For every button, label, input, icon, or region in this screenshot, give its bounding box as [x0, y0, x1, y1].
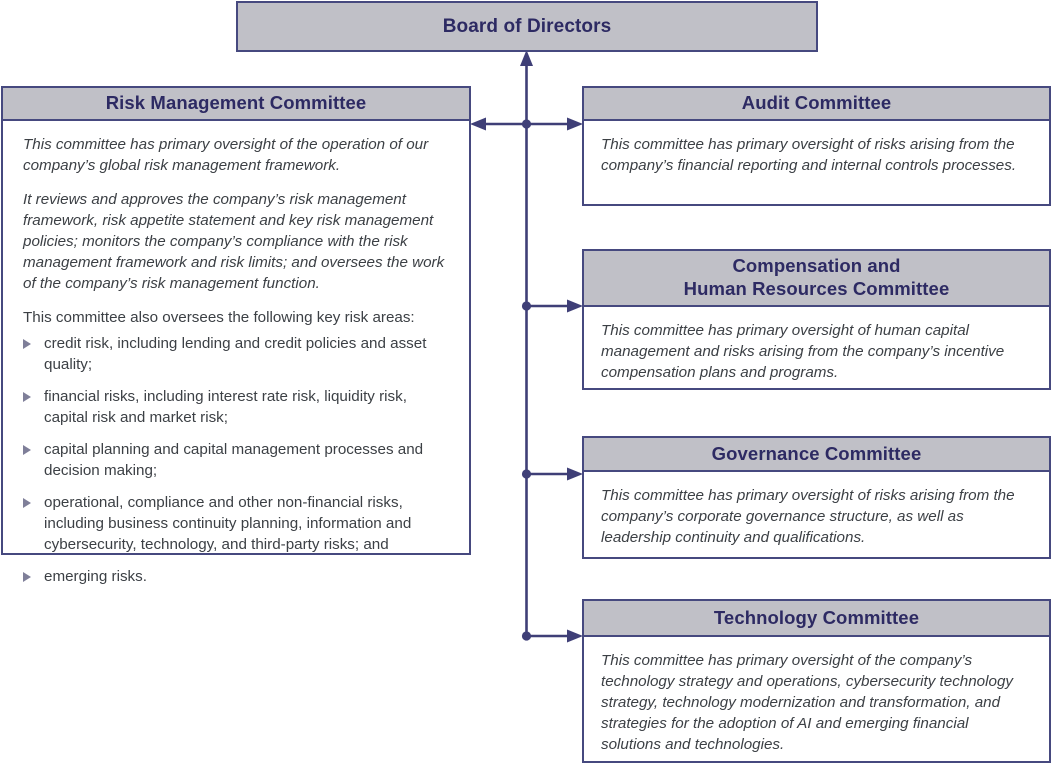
triangle-bullet-icon	[23, 571, 31, 582]
list-item-label: credit risk, including lending and credi…	[44, 335, 427, 374]
junction-dot-row4	[521, 631, 532, 641]
arrowhead-technology	[567, 629, 583, 643]
compensation-committee-title-line-1: Compensation and	[732, 255, 901, 277]
risk-management-committee-body: This committee has primary oversight of …	[3, 121, 469, 598]
rmc-bullets-intro: This committee also oversees the followi…	[23, 308, 415, 326]
compensation-committee-title: Compensation and Human Resources Committ…	[584, 251, 1049, 307]
triangle-bullet-icon	[23, 444, 31, 455]
list-item: capital planning and capital management …	[23, 440, 449, 482]
triangle-bullet-icon	[23, 392, 31, 402]
rmc-paragraph-1: This committee has primary oversight of …	[23, 136, 429, 174]
risk-management-committee-title: Risk Management Committee	[3, 88, 469, 121]
audit-committee-box: Audit Committee This committee has prima…	[582, 86, 1051, 206]
technology-committee-body: This committee has primary oversight of …	[584, 637, 1049, 764]
list-item: operational, compliance and other non-fi…	[23, 493, 449, 556]
governance-committee-box: Governance Committee This committee has …	[582, 436, 1051, 559]
junction-dot-row1	[521, 119, 532, 129]
arrowhead-board	[520, 50, 533, 66]
audit-committee-title-line-1: Audit Committee	[741, 92, 892, 114]
audit-committee-title: Audit Committee	[584, 88, 1049, 121]
list-item: financial risks, including interest rate…	[23, 387, 449, 429]
governance-committee-body: This committee has primary oversight of …	[584, 472, 1049, 563]
board-of-directors-title: Board of Directors	[238, 3, 816, 50]
governance-committee-title: Governance Committee	[584, 438, 1049, 472]
risk-management-committee-box: Risk Management Committee This committee…	[1, 86, 471, 585]
arrowhead-audit	[567, 117, 583, 131]
compensation-committee-box: Compensation and Human Resources Committ…	[582, 249, 1051, 390]
technology-committee-box: Technology Committee This committee has …	[582, 599, 1051, 763]
list-item: emerging risks.	[23, 567, 449, 588]
technology-committee-title-line-1: Technology Committee	[713, 606, 920, 628]
list-item-label: emerging risks.	[44, 567, 147, 585]
technology-committee-title: Technology Committee	[584, 601, 1049, 637]
governance-committee-title-line-1: Governance Committee	[711, 442, 922, 464]
arrowhead-risk-management	[470, 117, 486, 131]
governance-committee-paragraph-1: This committee has primary oversight of …	[601, 487, 1015, 546]
triangle-bullet-icon	[23, 339, 31, 350]
junction-dot-row3	[521, 469, 532, 479]
technology-committee-paragraph-1: This committee has primary oversight of …	[601, 652, 1013, 753]
triangle-bullet-icon	[23, 497, 31, 508]
rmc-paragraph-2: It reviews and approves the company’s ri…	[23, 190, 445, 292]
audit-committee-body: This committee has primary oversight of …	[584, 121, 1049, 191]
rmc-risk-area-list: credit risk, including lending and credi…	[23, 334, 449, 588]
compensation-committee-paragraph-1: This committee has primary oversight of …	[601, 322, 1005, 381]
list-item-label: financial risks, including interest rate…	[44, 388, 407, 426]
compensation-committee-title-line-2: Human Resources Committee	[683, 278, 950, 299]
arrowhead-compensation	[567, 299, 583, 313]
list-item-label: capital planning and capital management …	[44, 440, 424, 479]
list-item: credit risk, including lending and credi…	[23, 334, 449, 376]
board-of-directors-box: Board of Directors	[236, 1, 818, 52]
arrowhead-governance	[567, 467, 583, 481]
compensation-committee-body: This committee has primary oversight of …	[584, 307, 1049, 398]
audit-committee-paragraph-1: This committee has primary oversight of …	[601, 136, 1017, 174]
junction-dot-row2	[521, 301, 532, 311]
list-item-label: operational, compliance and other non-fi…	[44, 493, 412, 553]
